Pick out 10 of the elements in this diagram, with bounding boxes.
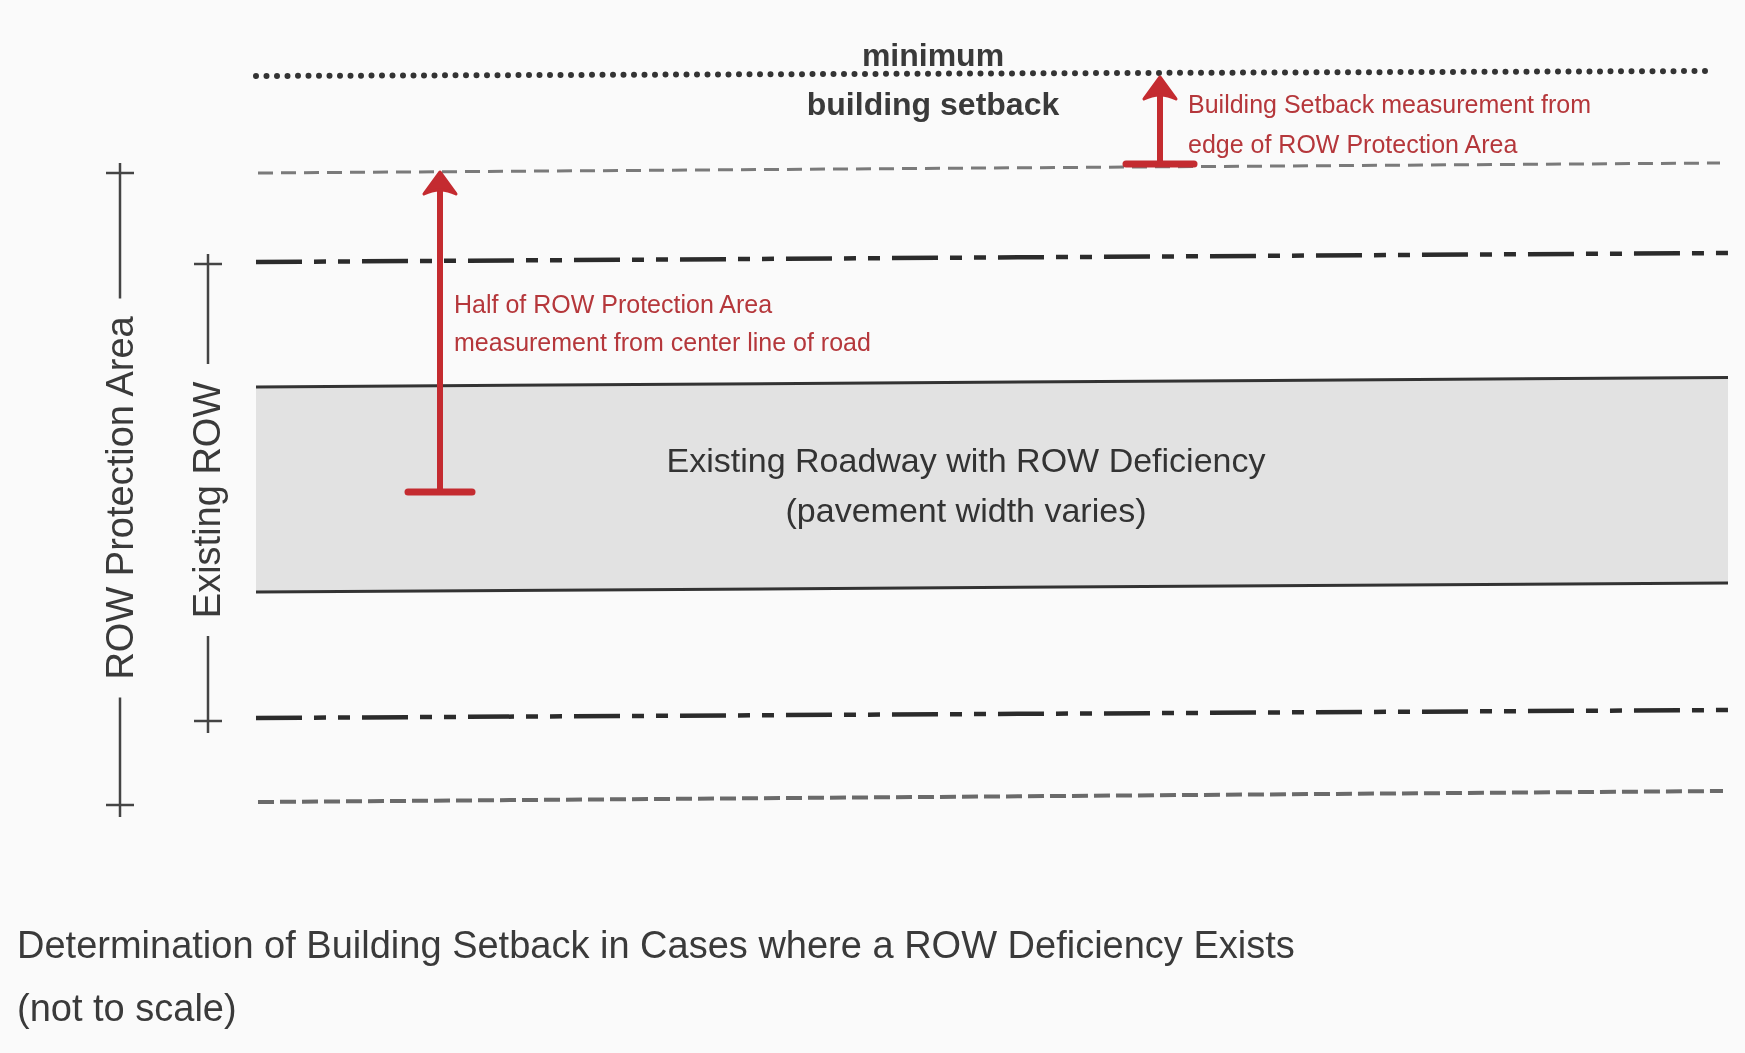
pavement-note: (pavement width varies)	[785, 490, 1147, 531]
setback-label: minimum building setback	[805, 36, 1061, 124]
caption: Determination of Building Setback in Cases where a ROW Deficiency Exists	[17, 923, 1295, 968]
roadway-band	[256, 376, 1728, 594]
measurement-note: Building Setback measurement from edge of ROW Protection Area	[1188, 89, 1592, 160]
roadway-label: Existing Roadway with ROW Deficiency	[666, 440, 1266, 481]
scale-note: (not to scale)	[17, 986, 237, 1031]
dimension-label: ROW Protection Area	[100, 316, 141, 680]
dimension-label: Existing ROW	[188, 381, 229, 619]
measurement-note: Half of ROW Protection Area measurement from center line of road	[454, 289, 872, 358]
